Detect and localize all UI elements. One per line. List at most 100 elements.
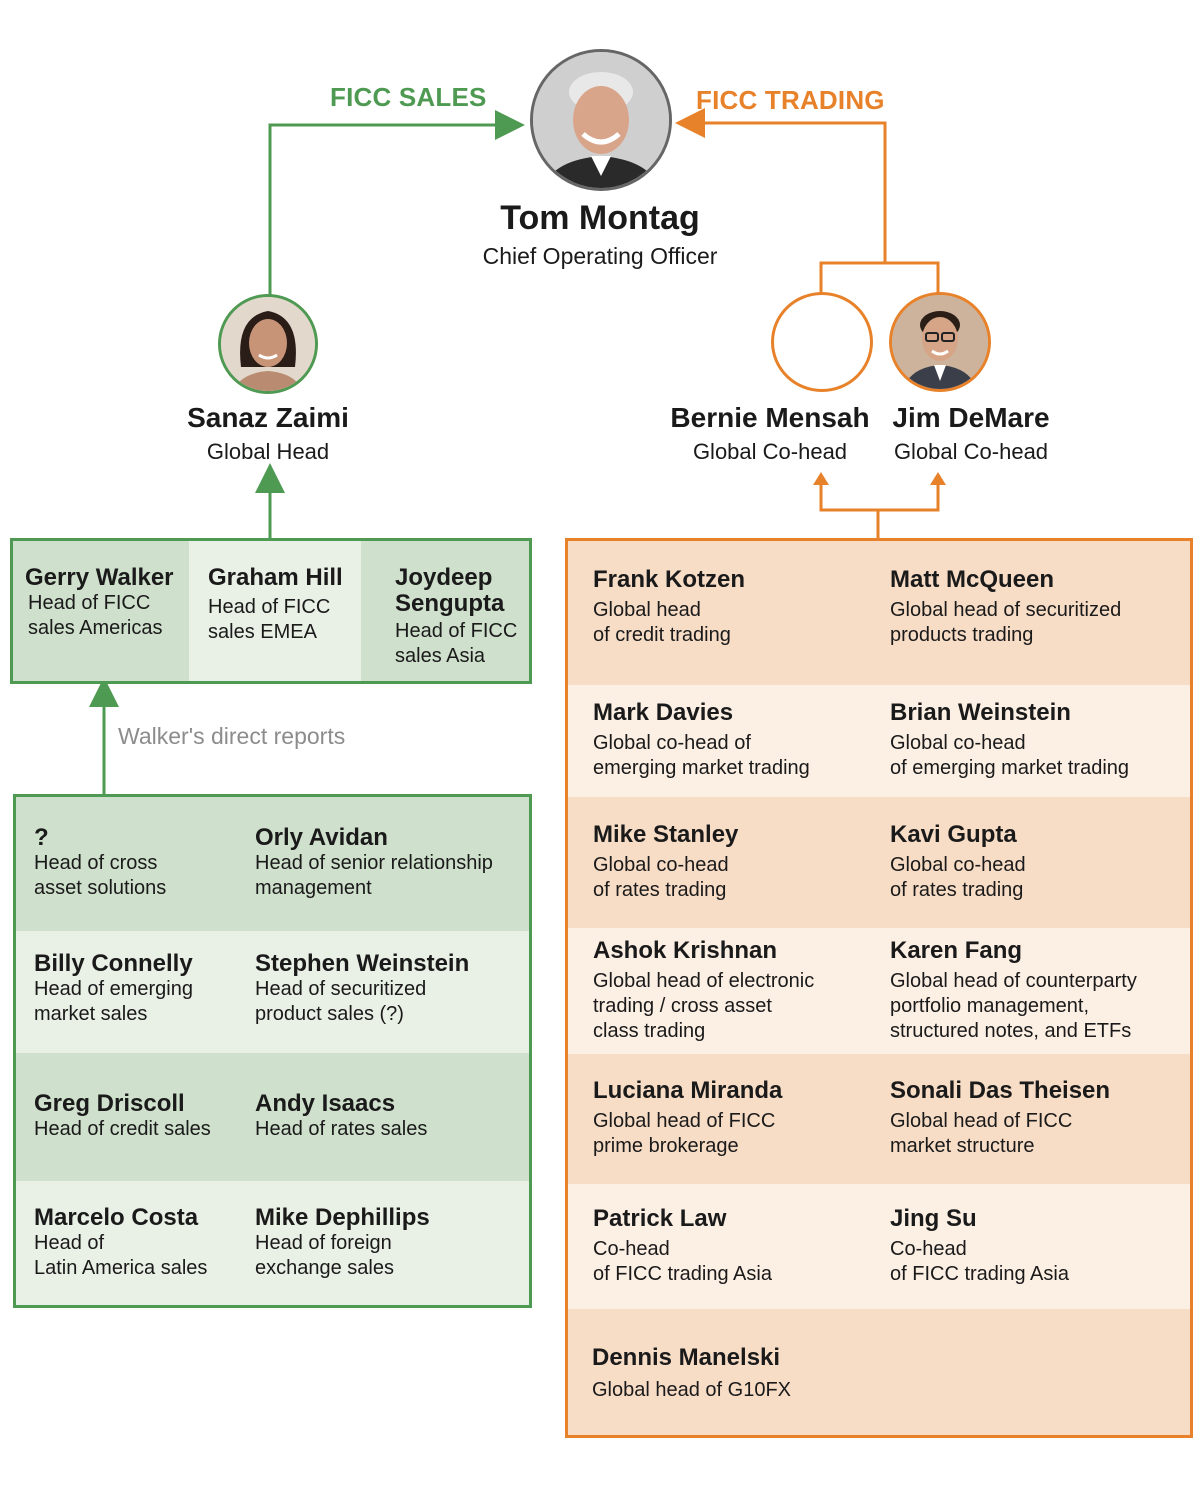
top-person-name: Tom Montag xyxy=(500,199,700,237)
person-photo-icon xyxy=(221,297,315,391)
walker-reports-box: ?Head of cross asset solutions Orly Avid… xyxy=(13,794,532,1308)
ficc-sales-label: FICC SALES xyxy=(330,82,487,112)
report-title: Global head of FICC market structure xyxy=(890,1110,1073,1157)
report-name: Andy Isaacs xyxy=(255,1090,396,1117)
report-title: Global co-head of emerging market tradin… xyxy=(593,732,810,779)
report-name: Dennis Manelski xyxy=(592,1344,781,1371)
report-title: Head of foreign exchange sales xyxy=(255,1232,394,1279)
report-name: Sonali Das Theisen xyxy=(890,1077,1111,1104)
report-row: ?Head of cross asset solutions Orly Avid… xyxy=(16,797,529,931)
region-name: Gerry Walker xyxy=(25,564,174,591)
report-title: Global head of FICC prime brokerage xyxy=(593,1110,776,1157)
report-title: Global head of G10FX xyxy=(592,1379,792,1401)
report-name: Kavi Gupta xyxy=(890,821,1017,848)
report-name: ? xyxy=(34,824,49,851)
person-photo-icon xyxy=(533,52,669,188)
report-name: Mike Stanley xyxy=(593,821,739,848)
report-name: Brian Weinstein xyxy=(890,699,1071,726)
trading-head-1-name: Bernie Mensah xyxy=(670,402,870,433)
report-name: Stephen Weinstein xyxy=(255,950,470,977)
sanaz-zaimi-photo xyxy=(218,294,318,394)
report-name: Karen Fang xyxy=(890,937,1023,964)
report-name: Mark Davies xyxy=(593,699,734,726)
region-cell: Joydeep Sengupta Head of FICC sales Asia xyxy=(361,541,529,681)
region-title: Head of FICC sales Asia xyxy=(395,620,518,667)
region-cell: Gerry Walker Head of FICC sales Americas xyxy=(13,541,189,681)
region-cell: Graham Hill Head of FICC sales EMEA xyxy=(189,541,361,681)
report-entry: ?Head of cross asset solutions xyxy=(34,825,166,901)
report-title: Co-head of FICC trading Asia xyxy=(593,1238,772,1285)
report-name: Greg Driscoll xyxy=(34,1090,185,1117)
report-title: Head of rates sales xyxy=(255,1118,428,1140)
region-title: Head of FICC sales Americas xyxy=(28,592,163,639)
report-title: Global head of counterparty portfolio ma… xyxy=(890,970,1137,1042)
trading-head-2-name: Jim DeMare xyxy=(892,402,1050,433)
report-entry: Jing Su Co-head of FICC trading Asia xyxy=(890,1206,1069,1287)
report-title: Co-head of FICC trading Asia xyxy=(890,1238,1069,1285)
report-name: Billy Connelly xyxy=(34,950,193,977)
report-name: Matt McQueen xyxy=(890,566,1055,593)
report-title: Global head of credit trading xyxy=(593,599,731,646)
report-name: Orly Avidan xyxy=(255,824,388,851)
report-name: Marcelo Costa xyxy=(34,1204,199,1231)
trading-head-2-title: Global Co-head xyxy=(893,439,1049,464)
report-name: Patrick Law xyxy=(593,1205,727,1232)
region-name: Graham Hill xyxy=(208,564,343,591)
direct-reports-label: Walker's direct reports xyxy=(118,723,346,749)
report-title: Head of securitized product sales (?) xyxy=(255,978,427,1025)
sales-regions-box: Gerry Walker Head of FICC sales Americas… xyxy=(10,538,532,684)
sales-head-title: Global Head xyxy=(206,439,330,464)
region-title: Head of FICC sales EMEA xyxy=(208,596,331,643)
report-name: Frank Kotzen xyxy=(593,566,746,593)
report-title: Head of credit sales xyxy=(34,1118,211,1140)
bernie-mensah-photo-placeholder xyxy=(771,292,873,392)
report-title: Head of Latin America sales xyxy=(34,1232,208,1279)
report-name: Mike Dephillips xyxy=(255,1204,430,1231)
report-title: Head of senior relationship management xyxy=(255,852,493,899)
report-title: Global head of electronic trading / cros… xyxy=(593,970,815,1042)
report-name: Luciana Miranda xyxy=(593,1077,783,1104)
top-person-title: Chief Operating Officer xyxy=(482,243,718,269)
person-photo-icon xyxy=(892,295,988,389)
report-title: Global co-head of rates trading xyxy=(890,854,1026,901)
report-name: Jing Su xyxy=(890,1205,977,1232)
report-title: Head of cross asset solutions xyxy=(34,852,167,899)
report-title: Global co-head of emerging market tradin… xyxy=(890,732,1130,779)
jim-demare-photo xyxy=(889,292,991,392)
report-title: Global head of securitized products trad… xyxy=(890,599,1122,646)
report-name: Ashok Krishnan xyxy=(593,937,778,964)
sales-head-name: Sanaz Zaimi xyxy=(187,402,349,433)
report-title: Global co-head of rates trading xyxy=(593,854,729,901)
report-title: Head of emerging market sales xyxy=(34,978,193,1025)
